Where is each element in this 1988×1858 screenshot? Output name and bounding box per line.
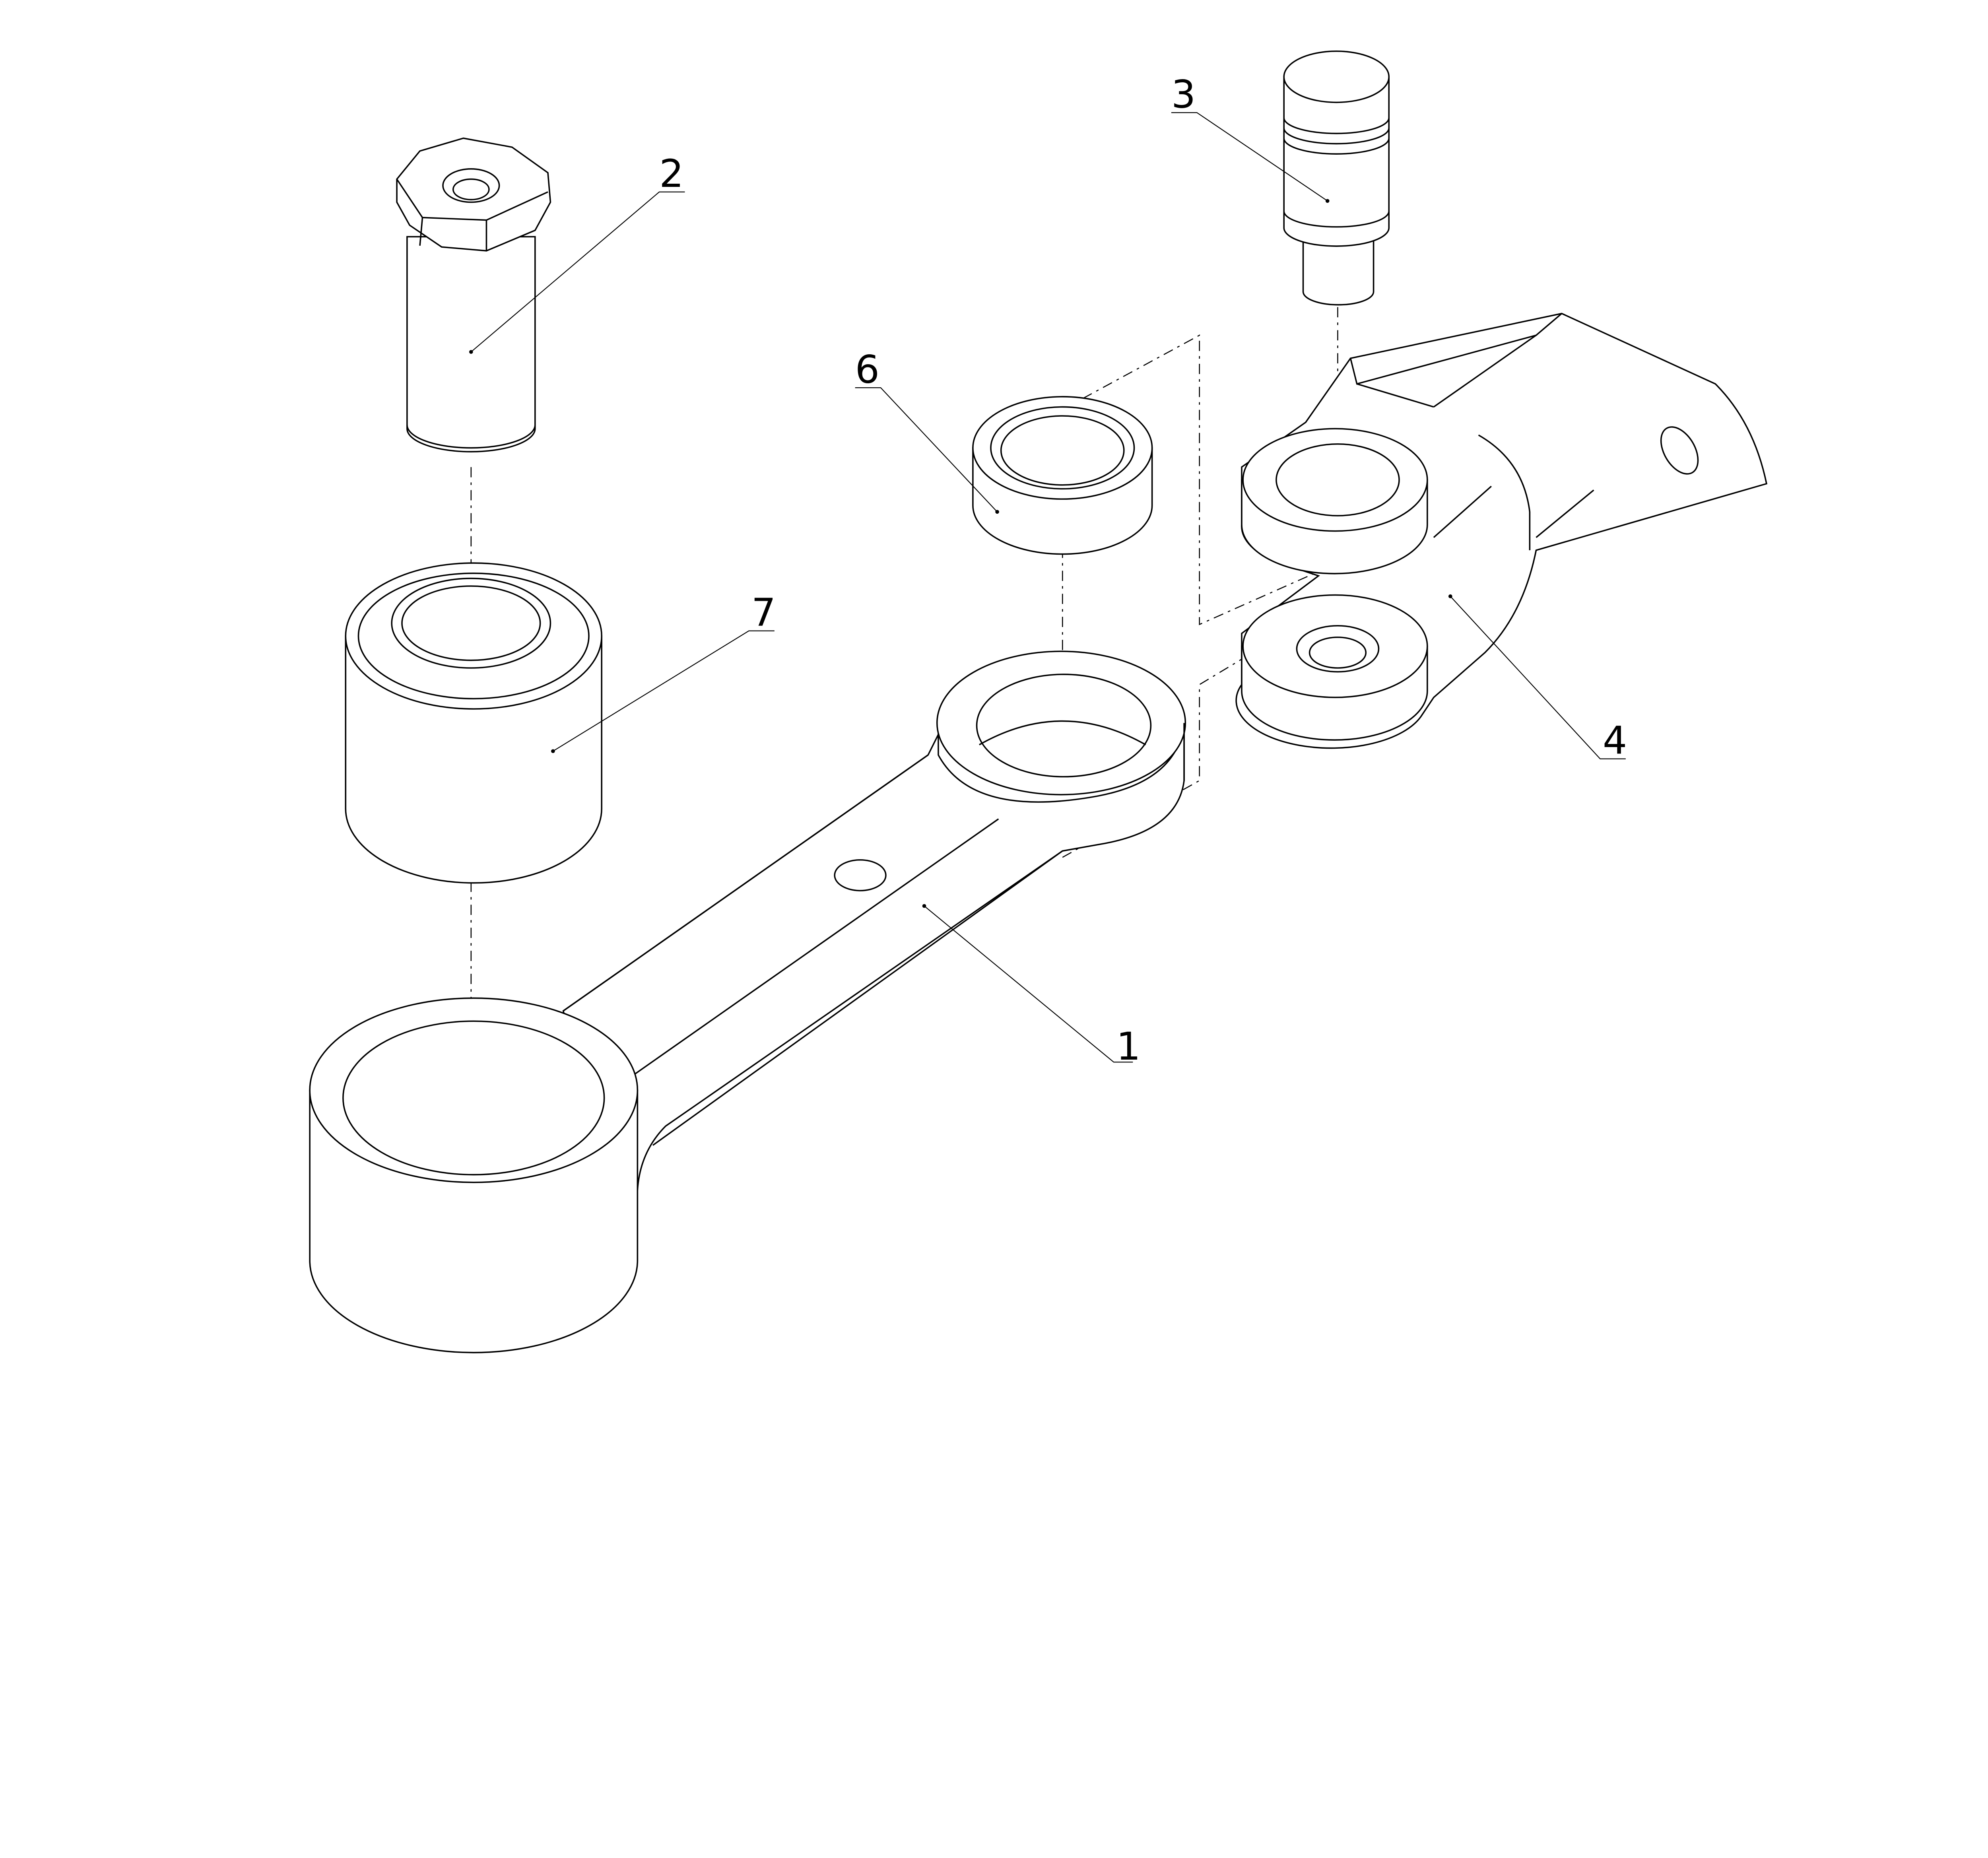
callout-label-6: 6 <box>855 347 879 392</box>
part-7-bushing <box>345 562 602 884</box>
callout-label-7: 7 <box>751 590 776 635</box>
callout-label-2: 2 <box>659 151 683 196</box>
callout-4: 4 <box>1448 594 1627 763</box>
callout-7: 7 <box>551 590 776 753</box>
part-1-link-arm <box>309 650 1186 1353</box>
part-2-hex-bolt <box>396 137 551 452</box>
arm-hole <box>834 859 887 891</box>
callout-6: 6 <box>855 347 999 514</box>
exploded-view-drawing: 1 2 3 4 6 7 <box>309 50 1768 1353</box>
callout-label-4: 4 <box>1603 718 1627 763</box>
callout-2: 2 <box>469 151 685 354</box>
drawing-canvas: 1 2 3 4 6 7 <box>309 50 1768 1353</box>
callout-label-3: 3 <box>1171 72 1196 116</box>
part-4-bracket <box>1235 313 1768 749</box>
projection-upper <box>1062 334 1338 625</box>
callout-label-1: 1 <box>1116 1024 1140 1069</box>
part-3-pin <box>1283 50 1390 306</box>
callout-1: 1 <box>922 904 1141 1069</box>
part-6-bearing <box>972 396 1153 555</box>
callout-3: 3 <box>1171 72 1330 203</box>
